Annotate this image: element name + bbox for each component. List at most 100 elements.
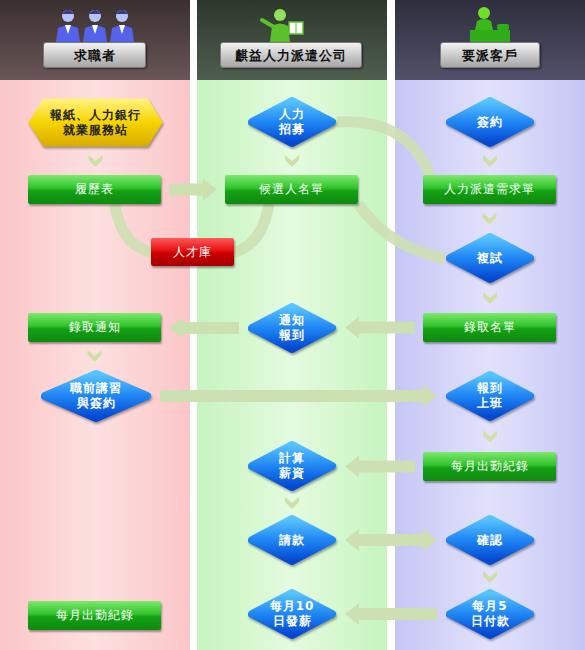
node-text: 錄取名單	[464, 320, 516, 335]
node-text: 錄取通知	[69, 320, 121, 335]
node-text: 計算 薪資	[275, 451, 309, 481]
node-text: 履歷表	[75, 182, 114, 197]
person-shirt	[92, 25, 98, 34]
flow-arrow	[345, 529, 437, 551]
text-wrap: 確認	[477, 533, 503, 548]
job-seekers-icon	[56, 10, 134, 42]
text-wrap: 報紙、人力銀行 就業服務站	[46, 108, 146, 138]
text-wrap: 每月出勤紀錄	[56, 608, 134, 623]
text-wrap: 計算 薪資	[275, 451, 309, 481]
text-wrap: 每月10 日發薪	[267, 599, 317, 629]
header-icons	[0, 0, 585, 80]
node-text: 報到 上班	[473, 381, 507, 411]
text-wrap: 複試	[477, 251, 503, 266]
decision-diamond: 複試	[445, 233, 535, 283]
swimlane-column: 求職者報紙、人力銀行 就業服務站履歷表錄取通知職前講習 與簽約每月出勤紀錄	[0, 0, 190, 650]
lane-title: 麒益人力派遣公司	[235, 48, 347, 63]
text-wrap: 履歷表	[75, 182, 114, 197]
lane-title: 要派客戶	[462, 48, 518, 63]
diamond-fill	[450, 519, 530, 561]
text-wrap: 報到 上班	[473, 381, 507, 411]
person-body	[56, 26, 80, 43]
node-text: 候選人名單	[259, 182, 324, 197]
text-wrap: 人力 招募	[275, 107, 309, 137]
header-label: 求職者	[43, 42, 146, 68]
diamond-fill	[252, 593, 332, 635]
hexagon-fill	[30, 100, 161, 145]
text-wrap: 通知 報到	[275, 313, 309, 343]
node-text: 簽約	[477, 115, 503, 130]
person-head	[116, 10, 128, 22]
book	[289, 22, 303, 34]
desk	[470, 30, 510, 42]
decision-diamond: 通知 報到	[247, 303, 337, 353]
person-shirt	[65, 25, 71, 34]
process-box: 履歷表	[28, 175, 161, 204]
text-wrap: 職前講習 與簽約	[66, 381, 126, 411]
text-wrap: 人才庫	[173, 245, 212, 260]
decision-diamond: 計算 薪資	[247, 441, 337, 491]
text-wrap: 錄取名單	[464, 320, 516, 335]
person-shirt	[119, 25, 125, 34]
decision-diamond: 簽約	[445, 97, 535, 147]
text-wrap: 每月5 日付款	[468, 599, 513, 629]
diamond-fill	[252, 101, 332, 143]
source-hexagon: 報紙、人力銀行 就業服務站	[28, 98, 163, 147]
person-head	[274, 9, 286, 21]
header-label: 要派客戶	[440, 42, 540, 68]
node-text: 通知 報到	[275, 313, 309, 343]
process-box: 候選人名單	[225, 175, 358, 204]
text-wrap: 簽約	[477, 115, 503, 130]
process-box: 錄取通知	[28, 313, 161, 342]
node-text: 人才庫	[173, 245, 212, 260]
telephone	[497, 24, 509, 30]
node-text: 請款	[279, 533, 305, 548]
decision-diamond: 職前講習 與簽約	[40, 370, 152, 422]
text-wrap: 候選人名單	[259, 182, 324, 197]
diamond-fill	[450, 593, 530, 635]
diamond-fill	[252, 519, 332, 561]
diamond-fill	[252, 445, 332, 487]
diamond-fill	[450, 101, 530, 143]
node-text: 複試	[477, 251, 503, 266]
process-box: 每月出勤紀錄	[28, 601, 161, 630]
person-head	[478, 7, 490, 19]
process-box: 每月出勤紀錄	[423, 452, 556, 481]
text-wrap: 每月出勤紀錄	[451, 459, 529, 474]
person-body	[475, 19, 493, 30]
decision-diamond: 請款	[247, 515, 337, 565]
person-body	[83, 26, 107, 43]
process-box: 人力派遣需求單	[423, 175, 556, 204]
lane-title: 求職者	[74, 48, 116, 63]
decision-diamond: 每月5 日付款	[445, 589, 535, 639]
text-wrap: 人力派遣需求單	[444, 182, 535, 197]
decision-diamond: 報到 上班	[445, 371, 535, 421]
text-wrap: 錄取通知	[69, 320, 121, 335]
decision-diamond: 確認	[445, 515, 535, 565]
header-band	[197, 0, 387, 80]
decision-diamond: 人力 招募	[247, 97, 337, 147]
person-body	[110, 26, 134, 43]
swimlane-column: 要派客戶簽約人力派遣需求單複試錄取名單報到 上班每月出勤紀錄確認每月5 日付款	[395, 0, 585, 650]
node-text: 每月5 日付款	[468, 599, 513, 629]
person-head	[62, 10, 74, 22]
node-text: 每月出勤紀錄	[56, 608, 134, 623]
diamond-fill	[45, 374, 147, 418]
node-text: 職前講習 與簽約	[66, 381, 126, 411]
decision-diamond: 每月10 日發薪	[247, 589, 337, 639]
diamond-fill	[450, 237, 530, 279]
node-text: 人力 招募	[275, 107, 309, 137]
book-spine	[296, 22, 297, 34]
storage-box: 人才庫	[151, 238, 234, 266]
text-wrap: 請款	[279, 533, 305, 548]
header-label: 麒益人力派遣公司	[220, 42, 362, 68]
node-text: 報紙、人力銀行 就業服務站	[46, 108, 146, 138]
node-text: 人力派遣需求單	[444, 182, 535, 197]
diamond-fill	[450, 375, 530, 417]
node-text: 每月出勤紀錄	[451, 459, 529, 474]
node-text: 每月10 日發薪	[267, 599, 317, 629]
diamond-fill	[252, 307, 332, 349]
process-box: 錄取名單	[423, 313, 556, 342]
node-text: 確認	[477, 533, 503, 548]
